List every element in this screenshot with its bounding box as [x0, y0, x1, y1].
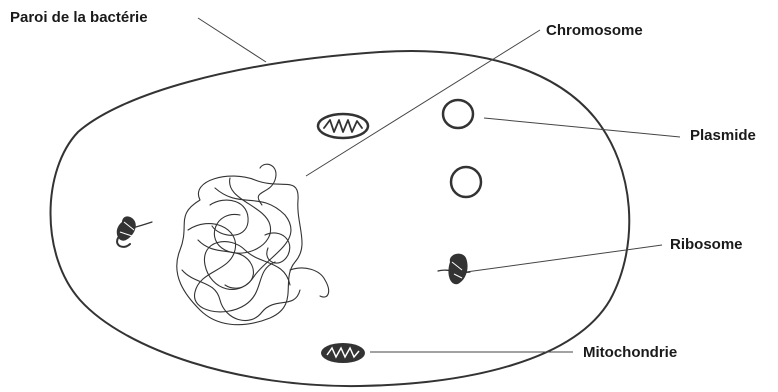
cell-wall-leader — [198, 18, 266, 62]
chromosome-shape — [177, 164, 329, 324]
plasmid-bottom — [451, 167, 481, 197]
ribosome-leader — [466, 245, 662, 272]
chromosome-label: Chromosome — [546, 22, 643, 40]
plasmid-leader — [484, 118, 680, 137]
mitochondrion-top — [318, 114, 368, 138]
ribosome-left — [117, 216, 152, 247]
mitochondrion-label: Mitochondrie — [583, 344, 677, 362]
ribosome-right — [438, 254, 470, 285]
ribosome-label: Ribosome — [670, 236, 743, 254]
cell-wall-label: Paroi de la bactérie — [10, 9, 148, 27]
plasmid-top — [443, 100, 473, 128]
mitochondrion-bottom — [321, 343, 365, 363]
plasmid-label: Plasmide — [690, 127, 756, 145]
cell-wall-outline — [51, 51, 630, 386]
